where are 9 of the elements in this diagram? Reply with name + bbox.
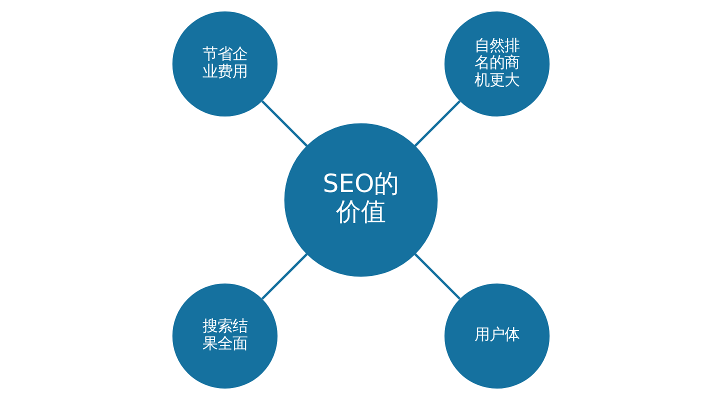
node-circle: SEO的价值 bbox=[284, 123, 438, 277]
node-circle: 节省企业费用 bbox=[172, 11, 278, 117]
connector bbox=[414, 100, 461, 147]
node-circle: 自然排名的商机更大 bbox=[444, 11, 550, 117]
connector bbox=[261, 100, 308, 147]
node-circle: 搜索结果全面 bbox=[172, 283, 278, 389]
node-circle: 用户体 bbox=[444, 283, 550, 389]
connector bbox=[414, 253, 461, 300]
connector bbox=[261, 253, 308, 300]
